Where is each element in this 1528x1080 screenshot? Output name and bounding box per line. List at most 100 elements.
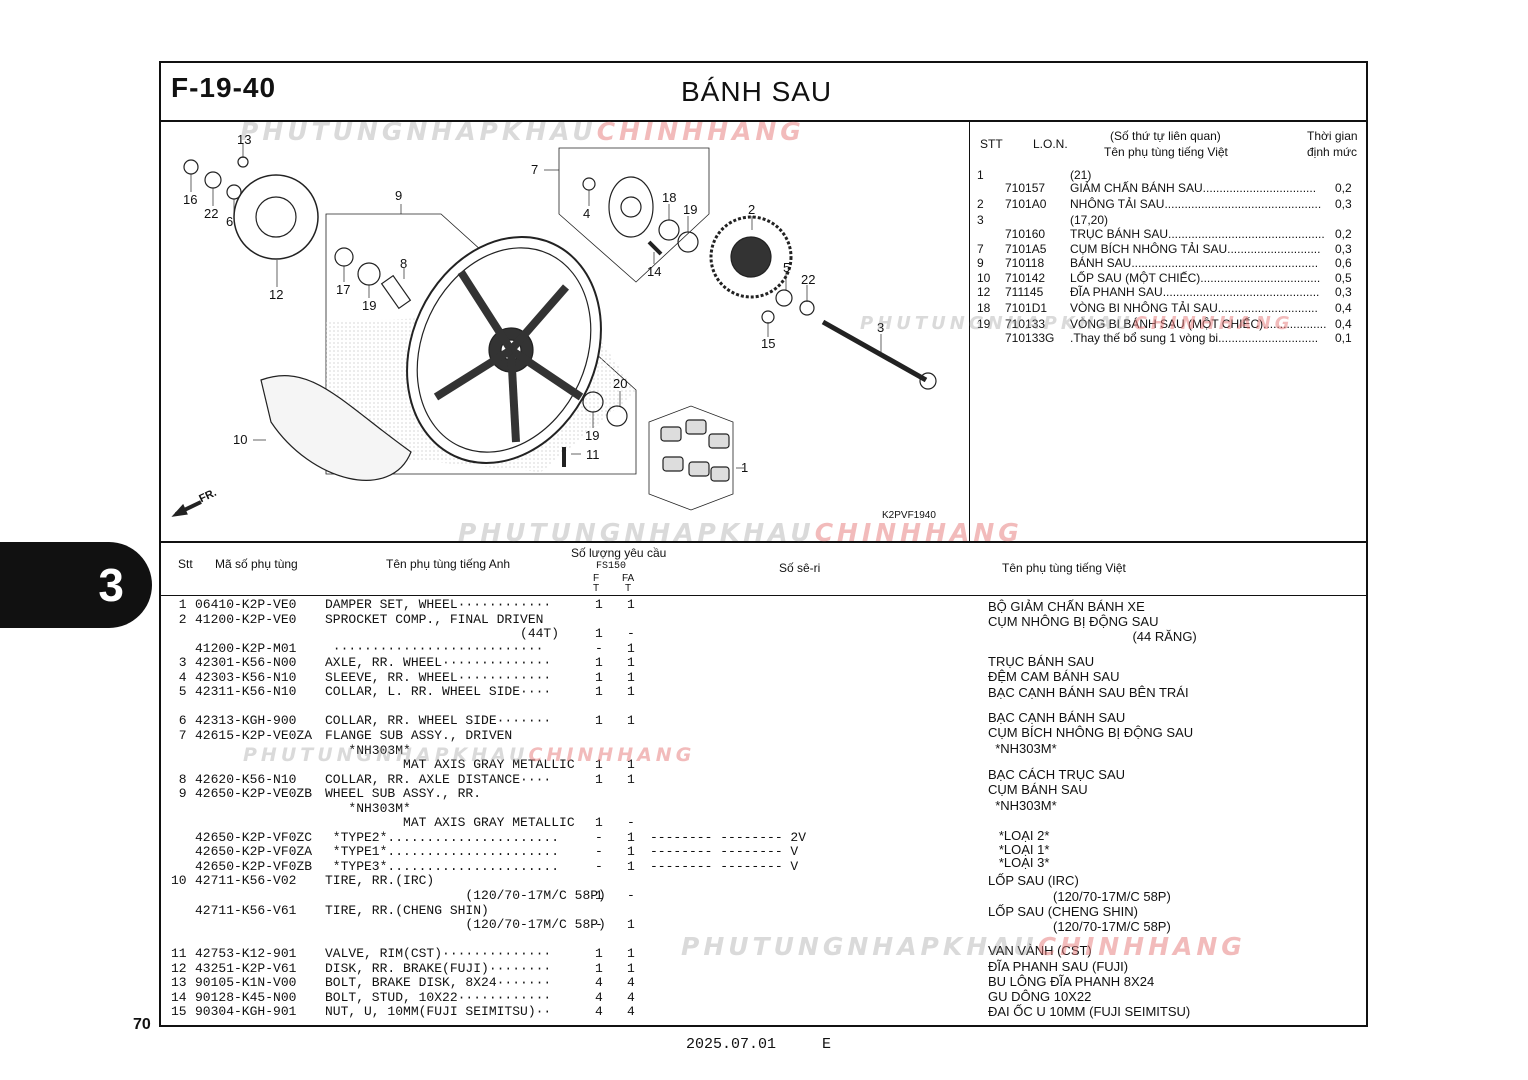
cell-stt: 10 [171, 873, 187, 889]
vn-name: CỤM BÁNH SAU [988, 782, 1088, 797]
kit-row: 710133G.Thay thế bổ sung 1 vòng bi......… [977, 331, 1362, 346]
kit-cell-time: 0,2 [1335, 181, 1352, 195]
kit-cell-desc: GIẢM CHẤN BÁNH SAU......................… [1070, 181, 1317, 195]
cell-ft: 1 [595, 946, 603, 962]
cell-en: DAMPER SET, WHEEL············ [325, 597, 552, 612]
col-header-ft-1: F [593, 573, 600, 584]
vn-name: *LOẠI 2* [988, 828, 1050, 843]
table-header-divider [161, 595, 1366, 596]
damper-box [648, 405, 734, 511]
cell-stt: 5 [171, 684, 187, 700]
kit-cell-desc: ĐĨA PHANH SAU...........................… [1070, 285, 1320, 299]
kit-cell-lon: 710118 [1005, 256, 1045, 270]
cell-en: WHEEL SUB ASSY., RR. [325, 786, 482, 802]
cell-stt: 14 [171, 989, 187, 1005]
cell-stt: 15 [171, 1004, 187, 1020]
vn-name: ĐỆM CAM BÁNH SAU [988, 669, 1120, 684]
kit-cell-lon: 710157 [1005, 181, 1046, 195]
cell-en: VALVE, RIM(CST)·············· [325, 946, 552, 962]
cell-ft: - [595, 858, 603, 874]
vn-name: VAN VÀNH (CST) [988, 943, 1092, 958]
kit-row: 3(17,20) [977, 213, 1362, 228]
cell-stt: 6 [171, 713, 187, 729]
cell-fa: 1 [627, 844, 635, 860]
kit-cell-desc: (17,20) [1070, 213, 1109, 227]
vn-name: BẠC CÁCH TRỤC SAU [988, 767, 1126, 782]
cell-en: *NH303M* [325, 742, 411, 758]
sprocket [709, 215, 793, 299]
page-number: 70 [133, 1016, 151, 1033]
cell-pn: 42711-K56-V61 [195, 902, 297, 918]
footer-date: 2025.07.01 [686, 1036, 777, 1053]
callout-11: 11 [586, 447, 600, 462]
cell-pn: 42650-K2P-VF0ZA [195, 844, 313, 860]
cell-ft: 1 [595, 757, 603, 773]
cell-ft: 1 [595, 888, 603, 903]
collar-6 [226, 184, 242, 200]
bearing-20 [677, 231, 699, 253]
cell-pn: 42650-K2P-VE0ZB [195, 786, 313, 802]
cell-en: COLLAR, L. RR. WHEEL SIDE···· [325, 684, 552, 700]
kit-header-desc2: Tên phụ tùng tiếng Việt [1104, 145, 1228, 159]
cell-fa: - [627, 888, 635, 903]
kit-cell-lon: 711145 [1005, 285, 1044, 299]
cell-en: SLEEVE, RR. WHEEL············ [325, 669, 552, 685]
cell-fa: 1 [627, 757, 635, 773]
kit-cell-desc: VÒNG BI NHÔNG TẢI SAU...................… [1070, 301, 1318, 315]
cell-en: MAT AXIS GRAY METALLIC [325, 757, 575, 773]
nut-16 [183, 159, 199, 175]
callout-7: 7 [531, 162, 539, 177]
cell-ft: 1 [595, 960, 603, 976]
callout-17: 17 [336, 282, 351, 297]
cell-stt: 4 [171, 669, 187, 685]
sleeve-4 [582, 177, 596, 191]
watermark: PHUTUNGNHAPKHAUCHINHHANG [240, 117, 805, 146]
cell-fa: 4 [627, 1004, 635, 1020]
kit-cell-desc: NHÔNG TẢI SAU...........................… [1070, 197, 1322, 211]
vn-name: CỤM NHÔNG BỊ ĐỘNG SAU [988, 614, 1159, 629]
cell-fa: 1 [627, 917, 635, 933]
cell-en: *NH303M* [325, 800, 411, 816]
callout-6: 6 [226, 214, 234, 229]
callout-18: 18 [662, 190, 677, 205]
kit-cell-lon: 710133 [1005, 317, 1046, 331]
callout-1: 1 [741, 460, 749, 475]
callout-21: 20 [613, 376, 628, 391]
kit-cell-stt: 18 [977, 301, 991, 315]
cell-fa: - [627, 626, 635, 642]
cell-fa: 1 [627, 858, 635, 874]
cell-stt: 3 [171, 655, 187, 671]
cell-fa: 1 [627, 713, 635, 729]
tire [260, 375, 412, 481]
col-header-qty: Số lượng yêu cầu [571, 546, 667, 560]
callout-4: 4 [583, 206, 591, 221]
collar-5 [775, 289, 793, 307]
cell-fa: 1 [627, 669, 635, 685]
callout-19: 19 [362, 298, 377, 313]
cell-ft: - [595, 829, 603, 845]
diagram-drawing [171, 144, 937, 517]
col-header-part-no: Mã số phụ tùng [215, 557, 298, 571]
vn-name: ĐĨA PHANH SAU (FUJI) [988, 959, 1129, 974]
hub-box [558, 147, 710, 283]
vn-name: *NH303M* [988, 798, 1057, 813]
cell-stt: 1 [171, 597, 187, 612]
cell-fa: 1 [627, 960, 635, 976]
cell-en: BOLT, BRAKE DISK, 8X24······· [325, 975, 552, 991]
cell-en: AXLE, RR. WHEEL·············· [325, 655, 552, 671]
kit-cell-lon: 710160 [1005, 227, 1046, 241]
cell-en: COLLAR, RR. WHEEL SIDE······· [325, 713, 552, 729]
vn-name: *LOẠI 3* [988, 855, 1050, 870]
col-header-serial: Số sê-ri [779, 561, 821, 575]
kit-header-time2: định mức [1307, 145, 1358, 159]
cell-pn: 42303-K56-N10 [195, 669, 297, 685]
cell-en: (120/70-17M/C 58P) [325, 917, 606, 933]
bearing-18 [658, 219, 680, 241]
cell-stt: 2 [171, 611, 187, 627]
vn-name: *LOẠI 1* [988, 842, 1050, 857]
cell-pn: 42650-K2P-VF0ZC [195, 829, 313, 845]
cell-stt: 12 [171, 960, 187, 976]
chapter-tab: 3 [0, 542, 152, 628]
kit-cell-lon: 7101A5 [1005, 242, 1047, 256]
